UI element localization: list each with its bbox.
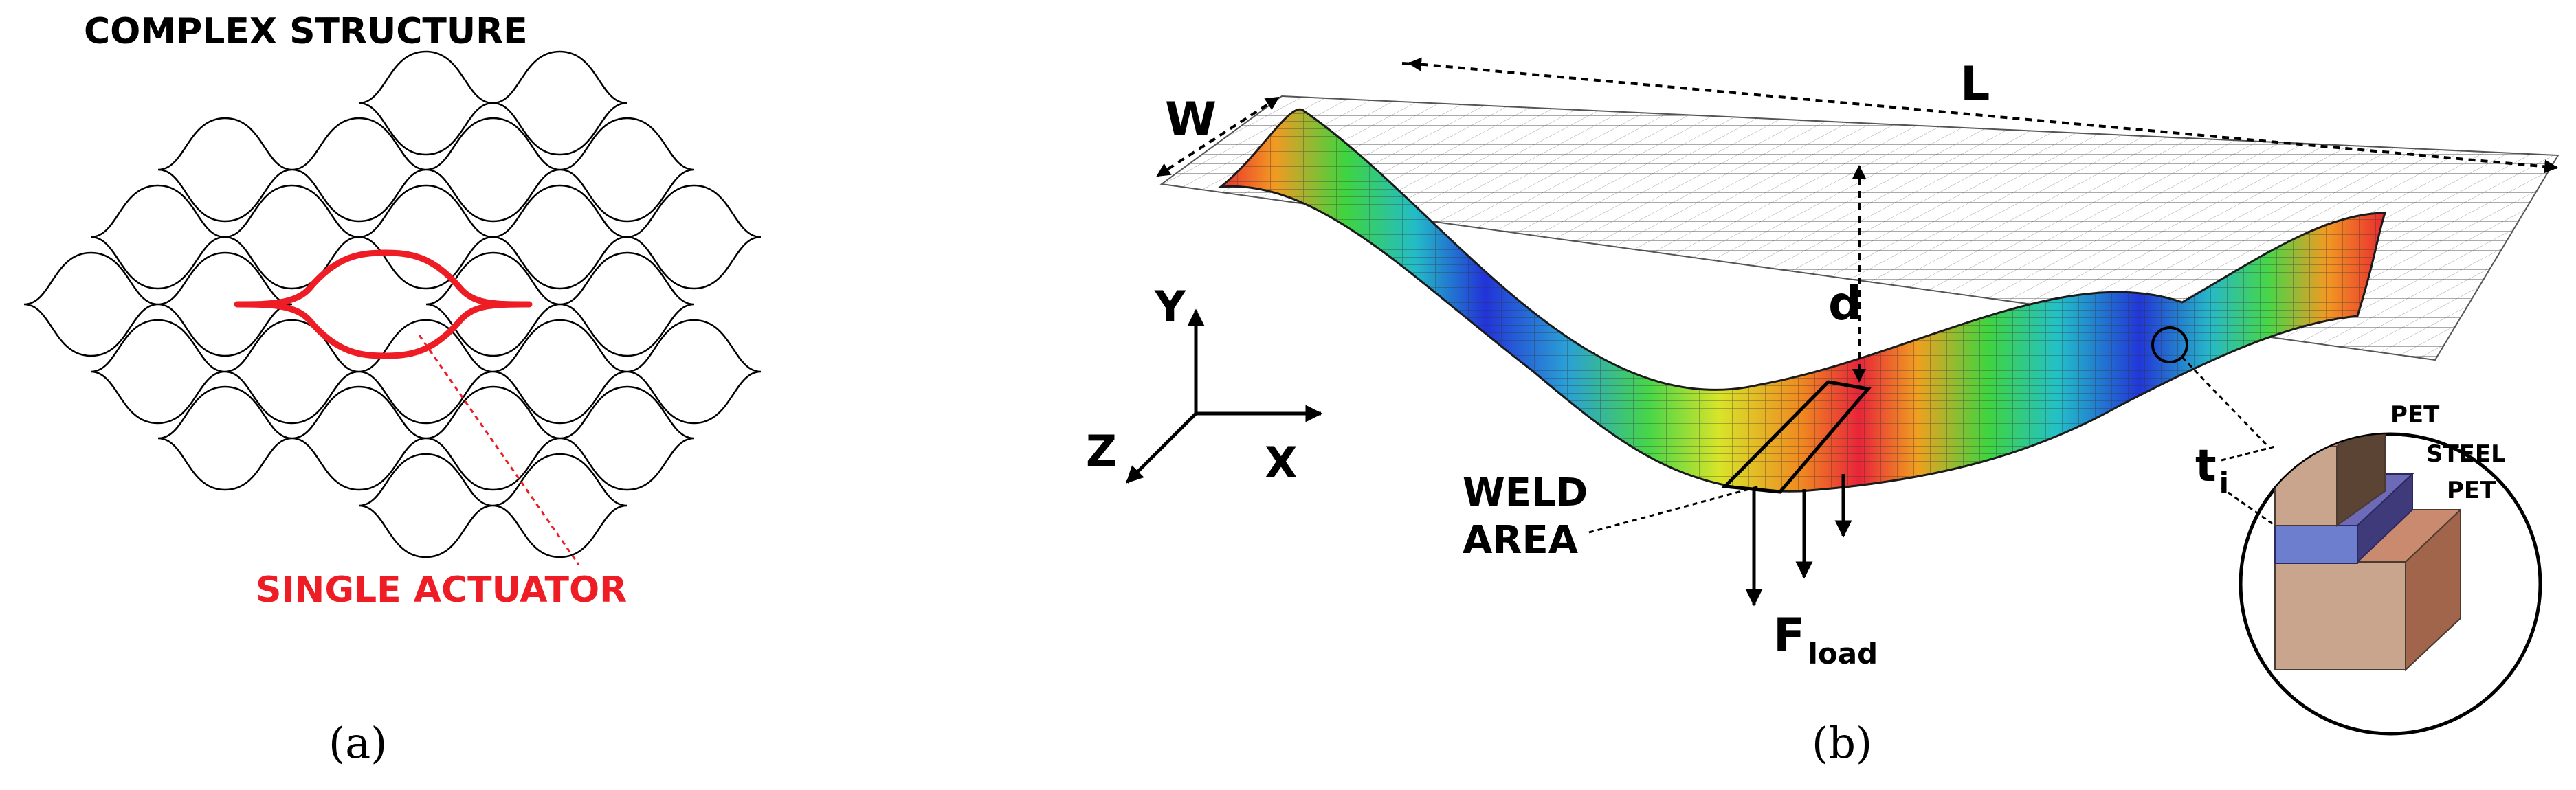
thickness-label-main: t	[2195, 441, 2217, 492]
single-actuator-label: SINGLE ACTUATOR	[256, 569, 627, 611]
lattice-cell	[425, 117, 561, 223]
y-axis-label: Y	[1154, 282, 1186, 332]
dimension-arrows	[1156, 57, 2558, 383]
layer-detail-lens	[2221, 432, 2542, 736]
lattice-cell	[224, 184, 359, 290]
layer-bottom-label: PET	[2447, 477, 2496, 504]
lattice-cell	[358, 319, 493, 425]
panel-a-caption: (a)	[329, 718, 387, 768]
lattice-cell	[358, 184, 493, 290]
panel-b-caption: (b)	[1812, 718, 1872, 768]
z-axis-label: Z	[1086, 426, 1117, 476]
layer-top-label: PET	[2390, 401, 2440, 429]
lattice-cell	[492, 184, 628, 290]
actuator-lattice	[23, 50, 762, 558]
lattice-cell	[492, 319, 628, 425]
lattice-cell	[425, 251, 561, 357]
thickness-label: ti	[2195, 441, 2229, 500]
lattice-cell	[90, 184, 225, 290]
lattice-cell	[626, 319, 762, 425]
lattice-cell	[559, 251, 695, 357]
thickness-label-sub: i	[2219, 466, 2229, 500]
weld-leader	[1588, 485, 1760, 534]
load-arrows	[1745, 474, 1852, 607]
lattice-cell	[224, 319, 359, 425]
lattice-cell	[626, 184, 762, 290]
lattice-cell	[157, 251, 293, 357]
force-label-main: F	[1773, 609, 1805, 663]
single-actuator-highlight	[234, 249, 533, 359]
panel-a: COMPLEX STRUCTURE SINGLE ACTUATOR (a)	[23, 11, 762, 768]
weld-label-line2: AREA	[1463, 518, 1579, 563]
lattice-cell	[291, 385, 427, 491]
weld-area-outline	[1721, 380, 1872, 494]
width-label: W	[1165, 93, 1217, 147]
lattice-cell	[358, 50, 493, 156]
lattice-cell	[358, 453, 493, 558]
lattice-cell	[157, 385, 293, 491]
deflection-label: d	[1828, 277, 1862, 331]
force-label-sub: load	[1808, 637, 1878, 670]
length-arrow	[1408, 57, 2558, 174]
lattice-cell	[559, 117, 695, 223]
detail-marker	[2151, 326, 2188, 363]
detail-leader	[2181, 356, 2269, 448]
weld-label-line1: WELD	[1463, 471, 1588, 515]
length-label: L	[1960, 57, 1990, 111]
lattice-cell	[157, 117, 293, 223]
layer-middle-label: STEEL	[2426, 440, 2506, 468]
lattice-cell	[23, 251, 159, 357]
lattice-cell	[559, 385, 695, 491]
coordinate-axes	[1126, 308, 1323, 484]
lattice-cell	[492, 453, 628, 558]
panel-b: L W d Y X Z WELD AREA Fload	[1086, 57, 2560, 768]
lattice-cell	[291, 117, 427, 223]
callout-leader	[418, 335, 580, 565]
z-axis-arrow	[1126, 412, 1197, 484]
x-axis-label: X	[1265, 438, 1298, 488]
lattice-cell	[90, 319, 225, 425]
lattice-cell	[492, 50, 628, 156]
panel-a-title: COMPLEX STRUCTURE	[84, 11, 528, 52]
force-label: Fload	[1773, 609, 1878, 670]
lattice-cell	[425, 385, 561, 491]
deformed-strip	[1217, 108, 2387, 493]
